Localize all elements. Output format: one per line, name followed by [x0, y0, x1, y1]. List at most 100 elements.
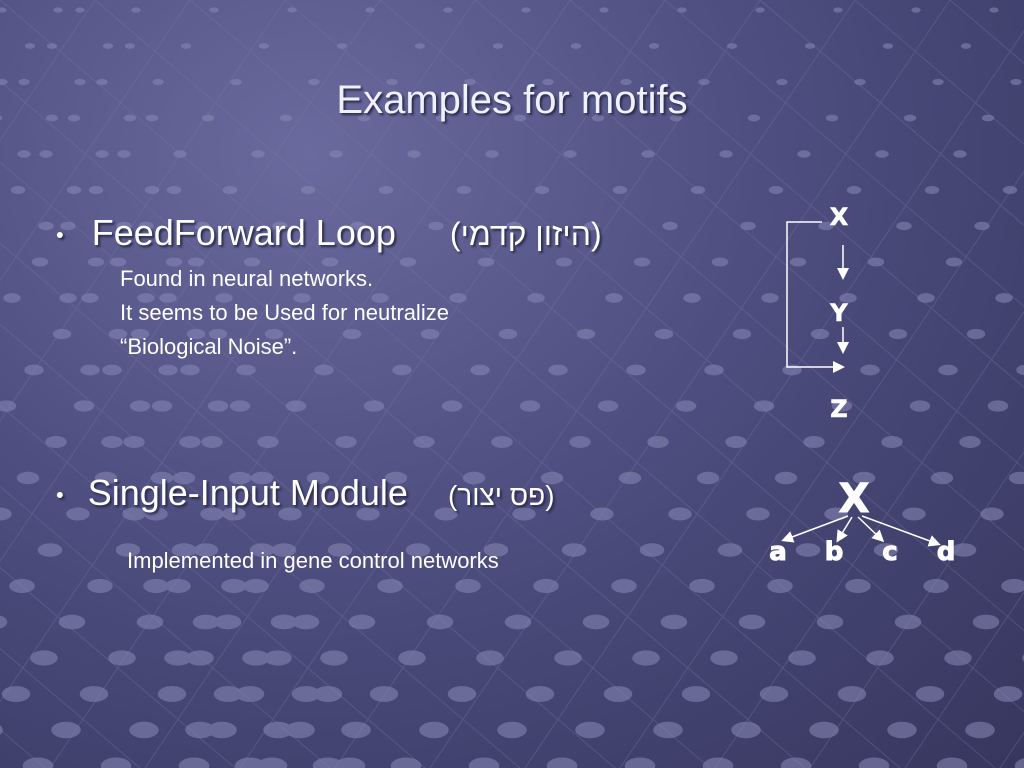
bullet-1-description: Found in neural networks. It seems to be… [120, 262, 449, 364]
background-dot [59, 293, 77, 303]
background-dot [542, 78, 554, 86]
background-dot [73, 400, 95, 412]
background-dot [200, 507, 224, 521]
arrow-x-to-d [861, 515, 941, 547]
background-dot [327, 543, 353, 557]
background-dot [468, 757, 500, 768]
background-dot [228, 471, 252, 485]
background-dot [152, 78, 164, 86]
grid-line [0, 0, 476, 703]
background-dot [470, 364, 490, 376]
background-dot [597, 400, 619, 412]
background-dot [129, 721, 159, 739]
bullet-label: FeedForward Loop [91, 212, 396, 253]
background-dot [398, 650, 426, 666]
background-dot [759, 686, 789, 702]
background-dot [185, 721, 215, 739]
background-dot [109, 257, 127, 267]
background-dot [242, 650, 270, 666]
background-dot [53, 7, 63, 13]
background-dot [833, 7, 843, 13]
background-dot [172, 471, 196, 485]
background-dot [392, 364, 412, 376]
background-dot [504, 614, 532, 630]
background-dot [74, 78, 86, 86]
background-dot [243, 257, 261, 267]
background-dot [116, 221, 132, 231]
node-y-label: Y [829, 299, 848, 327]
grid-line [854, 0, 1024, 145]
grid-line [474, 0, 1024, 470]
background-dot [0, 115, 3, 121]
background-dot [590, 507, 614, 521]
background-dot [187, 257, 205, 267]
background-dot [447, 686, 477, 702]
background-dot [222, 507, 246, 521]
bullet-2-description: Implemented in gene control networks [127, 544, 499, 578]
background-dot [165, 257, 183, 267]
background-dot [521, 7, 531, 13]
background-dot [731, 721, 761, 739]
background-dot [804, 43, 816, 49]
background-dot [143, 578, 169, 594]
background-dot [335, 436, 357, 448]
background-dot [434, 507, 458, 521]
background-dot [58, 614, 86, 630]
background-dot [137, 293, 155, 303]
background-dot [527, 293, 545, 303]
background-dot [131, 7, 141, 13]
background-dot [632, 650, 660, 666]
background-dot [555, 257, 573, 267]
background-dot [803, 436, 825, 448]
bullet-marker: • [56, 482, 64, 508]
background-dot [334, 757, 366, 768]
background-dot [662, 221, 678, 231]
background-dot [371, 293, 389, 303]
background-dot [653, 721, 683, 739]
background-dot [485, 150, 499, 158]
background-dot [342, 328, 362, 340]
background-dot [357, 114, 371, 122]
background-dot [66, 507, 90, 521]
background-dot [270, 614, 298, 630]
grid-line [524, 30, 1024, 768]
slide-title: Examples for motifs [336, 78, 688, 122]
background-dot [755, 7, 765, 13]
background-dot [624, 757, 656, 768]
grid-line [429, 0, 951, 768]
background-dot [192, 614, 220, 630]
background-dot [780, 757, 812, 768]
background-dot [951, 543, 977, 557]
bullet-hebrew-label: (פס יצור) [447, 480, 555, 511]
description-line: It seems to be Used for neutralize [120, 300, 449, 325]
background-dot [257, 436, 279, 448]
background-dot [209, 7, 219, 13]
background-dot [292, 614, 320, 630]
grid-line [379, 0, 1024, 551]
grid-line [0, 0, 286, 422]
grid-line [569, 0, 1024, 389]
background-dot [236, 364, 256, 376]
background-dot [464, 78, 476, 86]
background-dot [554, 650, 582, 666]
background-dot [130, 328, 150, 340]
background-dot [193, 543, 219, 557]
background-dot [79, 686, 109, 702]
background-dot [249, 543, 275, 557]
background-dot [548, 364, 568, 376]
background-dot [860, 364, 880, 376]
background-dot [264, 328, 284, 340]
background-dot [87, 578, 113, 594]
background-dot [94, 471, 118, 485]
background-dot [87, 257, 105, 267]
background-dot [1008, 471, 1024, 485]
grid-line [144, 0, 666, 768]
background-dot [45, 436, 67, 448]
background-dot [888, 328, 908, 340]
background-dot [369, 686, 399, 702]
background-dot [251, 150, 265, 158]
background-dot [207, 721, 237, 739]
background-dot [285, 400, 307, 412]
background-dot [591, 114, 605, 122]
background-dot [965, 721, 995, 739]
